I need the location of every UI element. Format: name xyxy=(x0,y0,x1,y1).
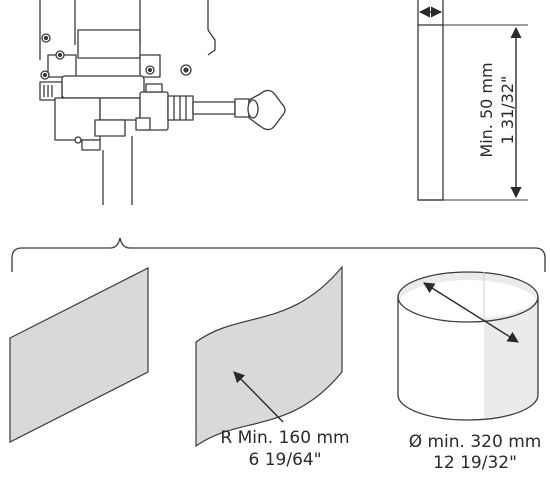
radius-pointer-arrow xyxy=(233,371,284,423)
height-spec-diagram xyxy=(417,0,528,201)
cylinder-diameter-mm-label: Ø min. 320 mm xyxy=(408,432,542,452)
flat-sheet xyxy=(9,267,149,443)
diameter-arrow xyxy=(423,282,519,343)
machine-illustration xyxy=(39,0,286,205)
grouping-brace xyxy=(11,237,546,272)
cylinder xyxy=(397,271,539,421)
cylinder-diameter-inch-label: 12 19/32" xyxy=(433,453,517,473)
height-mm-label: Min. 50 mm xyxy=(477,62,496,158)
material-strip xyxy=(417,24,444,201)
curved-radius-inch-label: 6 19/64" xyxy=(248,450,322,470)
curved-sheet xyxy=(195,265,343,448)
height-inch-label: 1 31/32" xyxy=(498,75,517,145)
curved-radius-mm-label: R Min. 160 mm xyxy=(220,428,350,448)
